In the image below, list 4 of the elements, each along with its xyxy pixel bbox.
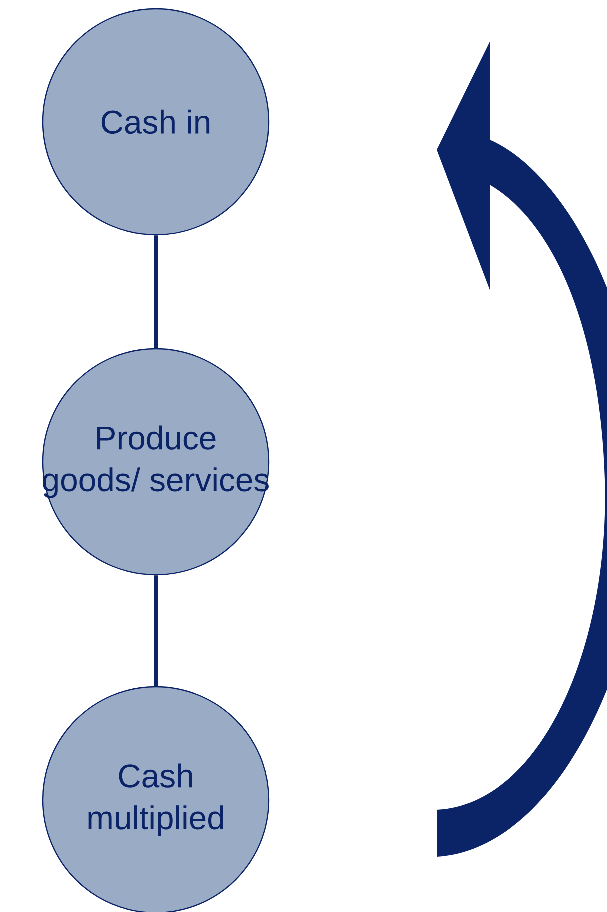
connector-line	[154, 576, 158, 686]
circle-node: Cash in	[42, 8, 270, 236]
circle-node: Cash multiplied	[42, 686, 270, 912]
connector-line	[154, 236, 158, 348]
